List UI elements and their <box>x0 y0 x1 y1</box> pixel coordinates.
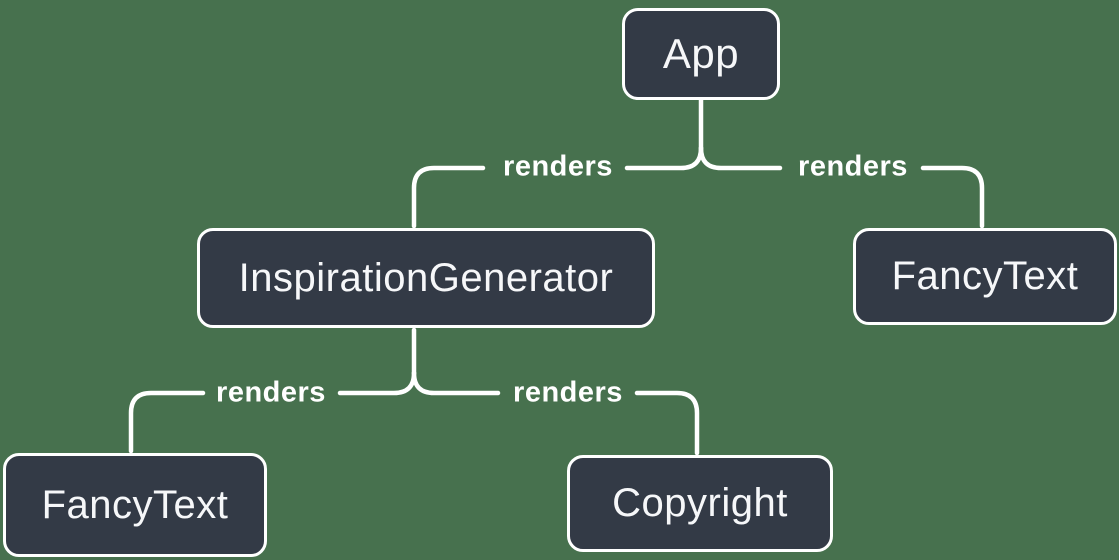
node-fancy-text-top-label: FancyText <box>891 254 1079 298</box>
edge-to-fancy-text-bottom <box>128 390 206 454</box>
edge-ig-left-flare <box>337 370 417 396</box>
edge-label-app-fancy-text: renders <box>798 150 908 183</box>
edge-app-left-flare <box>624 145 704 171</box>
node-fancy-text-bottom-label: FancyText <box>41 482 229 527</box>
node-copyright-label: Copyright <box>612 481 788 525</box>
edge-label-ig-fancy-text: renders <box>216 376 326 409</box>
edge-label-ig-copyright: renders <box>513 376 623 409</box>
node-inspiration-generator: InspirationGenerator <box>197 228 655 328</box>
node-fancy-text-top: FancyText <box>853 228 1117 325</box>
edge-to-inspiration-generator <box>411 165 486 229</box>
node-fancy-text-bottom: FancyText <box>3 453 267 557</box>
edge-app-right-flare <box>698 145 783 171</box>
node-inspiration-generator-label: InspirationGenerator <box>238 255 614 300</box>
node-copyright: Copyright <box>567 455 833 552</box>
node-app-label: App <box>662 30 740 77</box>
edge-label-app-inspiration-generator: renders <box>503 150 613 183</box>
edge-to-fancy-text-top <box>920 165 985 229</box>
node-app: App <box>622 8 780 100</box>
edge-ig-right-flare <box>411 370 501 396</box>
edge-to-copyright <box>634 390 700 456</box>
